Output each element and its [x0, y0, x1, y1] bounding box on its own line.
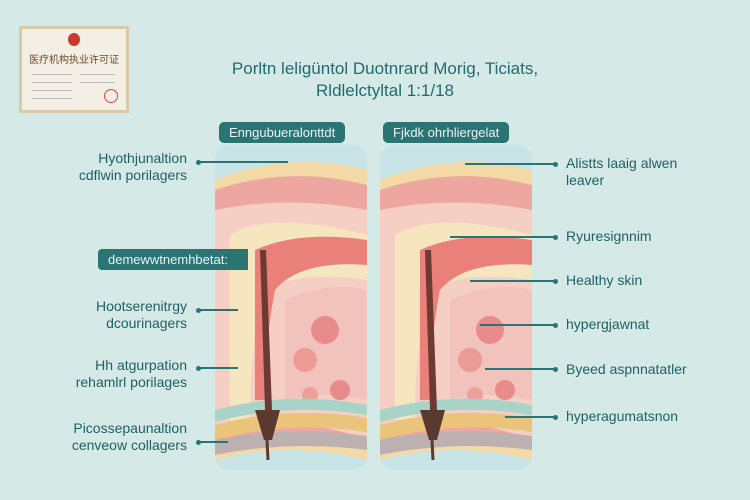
panel-left-label: Enngubueralonttdt	[219, 122, 346, 143]
leader-line	[470, 280, 555, 282]
right-callout: Ryuresignnim	[566, 228, 652, 244]
leader-line	[198, 161, 288, 163]
right-callout: hyperagumatsnon	[566, 408, 679, 424]
leader-line	[198, 441, 228, 443]
leader-line	[198, 309, 238, 311]
title-line-2: Rldlelctyltal 1:1/18	[316, 81, 454, 100]
section-badge: demewwtnemhbetat:	[98, 249, 248, 270]
leader-line	[480, 324, 555, 326]
right-callout: Healthy skin	[566, 272, 643, 288]
right-callout: hypergjawnat	[566, 316, 650, 332]
skin-cross-section-diagram	[213, 143, 534, 472]
leader-line	[485, 368, 555, 370]
leader-line	[465, 163, 555, 165]
certificate-title: 医疗机构执业许可证	[29, 55, 119, 66]
leader-line	[198, 367, 238, 369]
license-certificate-image: 医疗机构执业许可证	[19, 26, 129, 113]
emblem-icon	[68, 33, 80, 46]
seal-icon	[104, 89, 118, 103]
panel-left-diagram	[213, 143, 369, 472]
page-title: Porltn leligüntol Duotnrard Morig, Ticia…	[200, 58, 570, 102]
leader-line	[450, 236, 555, 238]
right-callout: Byeed aspnnatatler	[566, 361, 687, 377]
title-line-1: Porltn leligüntol Duotnrard Morig, Ticia…	[231, 59, 539, 78]
leader-line	[505, 416, 555, 418]
panel-right-diagram	[378, 143, 534, 472]
panel-right-label: Fjkdk ohrhliergelat	[383, 122, 510, 143]
